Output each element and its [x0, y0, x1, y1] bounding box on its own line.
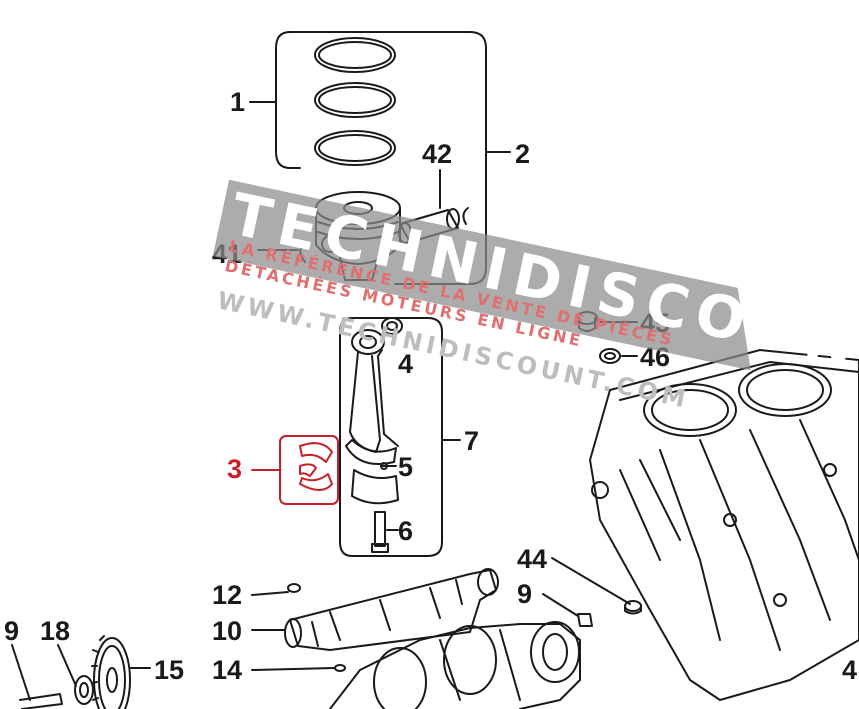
leader-line-12: [251, 591, 289, 596]
circlip-icon: [462, 207, 469, 225]
watermark-band: [212, 179, 751, 371]
callout-9-right: 9: [517, 579, 532, 609]
callout-2: 2: [515, 139, 530, 169]
nut-icon: [380, 462, 388, 470]
leader-line-9: [542, 593, 579, 617]
crankshaft-icon: [329, 621, 581, 709]
gear-icon: [91, 635, 131, 709]
callout-4-block: 4: [842, 655, 857, 685]
piston-rings-icon: [314, 37, 396, 166]
core-plug-icon: [624, 600, 642, 615]
washer-icon: [74, 675, 94, 705]
callout-5: 5: [398, 452, 413, 482]
camshaft-icon: [284, 568, 499, 651]
callout-3: 3: [227, 454, 242, 484]
callout-6: 6: [398, 516, 413, 546]
callout-4: 4: [398, 349, 413, 379]
watermark: TECHNIDISCOUNT LA RÉFÉRENCE DE LA VENTE …: [212, 179, 859, 414]
callout-9-left: 9: [4, 616, 19, 646]
engine-block-icon: [589, 349, 859, 701]
leader-line-14: [251, 667, 335, 671]
callout-12: 12: [212, 580, 242, 610]
callout-14: 14: [212, 655, 242, 685]
callout-15: 15: [154, 655, 184, 685]
leader-line-44: [551, 557, 631, 605]
leader-line-9b: [11, 644, 31, 701]
callout-10: 10: [212, 616, 242, 646]
leader-line-18: [57, 644, 77, 687]
bearing-shell-icon: [279, 435, 339, 505]
connecting-rod-icon: [345, 317, 403, 505]
callout-18: 18: [40, 616, 70, 646]
dowel-pin-icon: [577, 613, 593, 627]
nut-14-icon: [334, 664, 346, 672]
clip-12-icon: [287, 583, 301, 593]
callout-7: 7: [464, 426, 479, 456]
bolt-9-icon: [19, 693, 63, 709]
bolt-icon: [371, 511, 389, 553]
callout-44: 44: [517, 544, 547, 574]
callout-42: 42: [422, 139, 452, 169]
seal-ring-icon: [599, 348, 621, 364]
callout-1: 1: [230, 87, 245, 117]
rod-group-bracket: [339, 317, 443, 557]
